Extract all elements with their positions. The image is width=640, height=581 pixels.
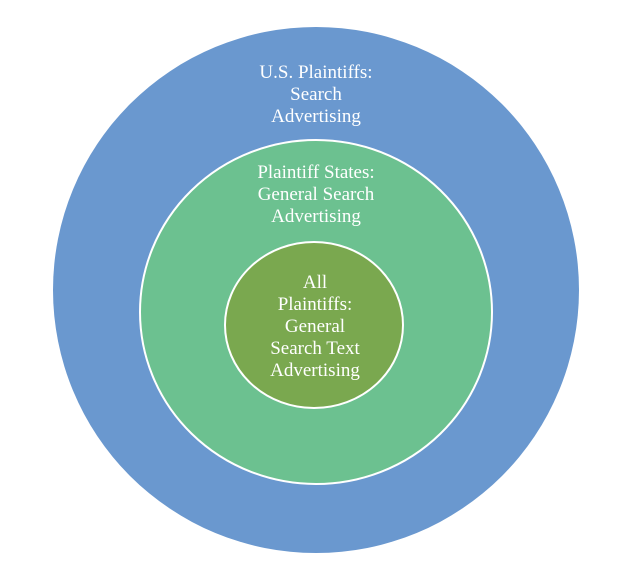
inner-label-line: Advertising xyxy=(270,360,360,381)
inner-circle-all-plaintiffs xyxy=(224,241,404,409)
inner-label-line: All xyxy=(303,272,327,293)
outer-label-line: Advertising xyxy=(271,106,361,127)
inner-label-line: Plaintiffs: xyxy=(278,294,353,315)
inner-label: All Plaintiffs: General Search Text Adve… xyxy=(270,272,360,381)
inner-label-line: Search Text xyxy=(270,338,360,359)
outer-label-line: Search xyxy=(290,84,342,105)
inner-label-line: General xyxy=(285,316,345,337)
outer-label: U.S. Plaintiffs: Search Advertising xyxy=(259,62,372,127)
middle-label-line: General Search xyxy=(258,184,375,205)
middle-label-line: Plaintiff States: xyxy=(257,162,374,183)
middle-label-line: Advertising xyxy=(271,206,361,227)
outer-label-line: U.S. Plaintiffs: xyxy=(259,62,372,83)
middle-label: Plaintiff States: General Search Adverti… xyxy=(257,162,374,227)
